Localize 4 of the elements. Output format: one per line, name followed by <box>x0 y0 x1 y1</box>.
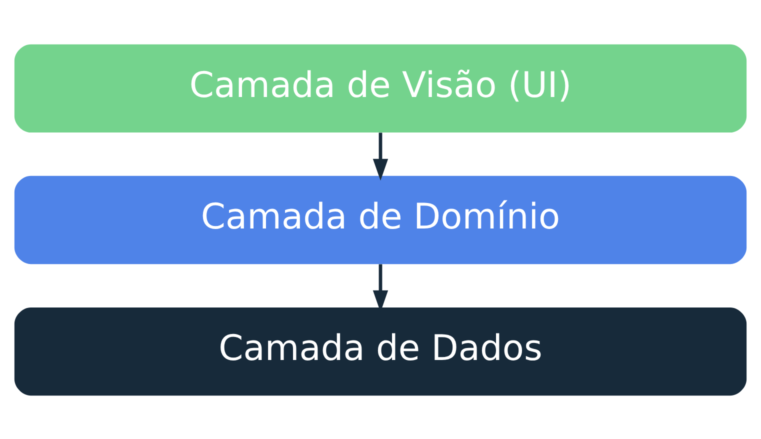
arrow <box>372 132 388 180</box>
node-box: Camada de Dados <box>14 306 747 396</box>
node-box: Camada de Domínio <box>14 175 747 264</box>
node-box: Camada de Visão (UI) <box>14 44 747 132</box>
